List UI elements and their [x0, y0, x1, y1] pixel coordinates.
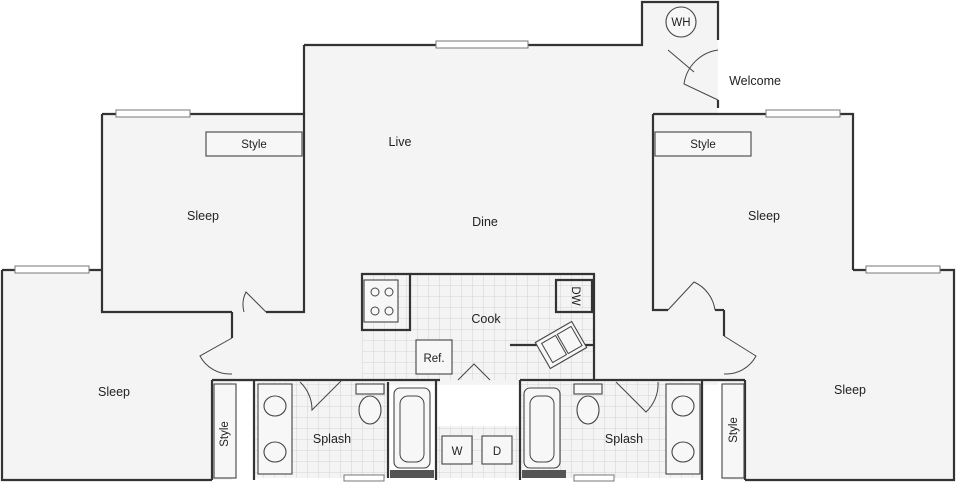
- refrigerator-label: Ref.: [423, 353, 444, 365]
- refrigerator: Ref.: [415, 339, 453, 375]
- room-label-splash-left: Splash: [313, 432, 351, 446]
- style-label-right: Style: [690, 139, 716, 151]
- room-label-sleep-right-upper: Sleep: [748, 209, 780, 223]
- style-label-left-vertical: Style: [219, 421, 231, 447]
- dryer-label: D: [493, 446, 501, 458]
- dryer: D: [481, 435, 513, 465]
- closet-right-vertical: Style: [721, 383, 745, 479]
- room-label-sleep-left-upper: Sleep: [187, 209, 219, 223]
- room-label-splash-right: Splash: [605, 432, 643, 446]
- dishwasher: DW: [569, 286, 581, 305]
- room-label-welcome: Welcome: [729, 74, 781, 88]
- room-labels: Live Dine Welcome Cook Sleep Sleep Sleep…: [98, 74, 866, 446]
- windows: [14, 40, 941, 482]
- right-bath-fixtures: [522, 383, 701, 478]
- closet-right-upper: Style: [654, 131, 752, 157]
- dishwasher-label: DW: [569, 286, 581, 305]
- room-label-sleep-left-lower: Sleep: [98, 385, 130, 399]
- washer: W: [441, 435, 473, 465]
- room-label-dine: Dine: [472, 215, 498, 229]
- washer-label: W: [452, 446, 463, 458]
- door-swings: [199, 49, 757, 413]
- stove: [363, 279, 399, 323]
- left-bath-fixtures: [257, 383, 434, 478]
- water-heater: WH: [665, 6, 697, 38]
- room-label-sleep-right-lower: Sleep: [834, 383, 866, 397]
- closet-left-upper: Style: [205, 131, 303, 157]
- room-label-cook: Cook: [471, 312, 501, 326]
- kitchen-sink: [534, 320, 588, 370]
- closet-left-vertical: Style: [213, 383, 237, 479]
- style-label-right-vertical: Style: [728, 417, 740, 443]
- water-heater-label: WH: [671, 17, 690, 29]
- style-label-left: Style: [241, 139, 267, 151]
- room-label-live: Live: [389, 135, 412, 149]
